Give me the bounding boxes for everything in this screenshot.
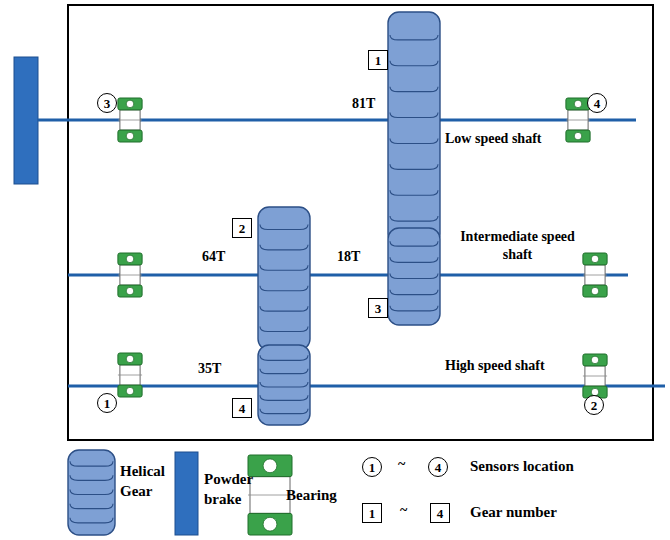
callout-number: 1 [369,507,376,520]
helical-gear [258,345,310,425]
shaft-name: High speed shaft [445,357,545,375]
shaft-name: Low speed shaft [445,130,541,148]
bearing [248,455,292,535]
gear-number: 4 [232,398,252,418]
powder-brake-sample [175,452,198,535]
legend-text: Sensors location [470,457,574,477]
bearing [583,354,607,398]
callout-number: 1 [104,397,111,410]
helical-gear [68,450,115,535]
callout-number: 4 [437,507,444,520]
callout-number: 2 [591,399,598,412]
bearing [118,353,142,397]
sensor-number: 2 [584,395,604,415]
range-mark: ~ [398,456,405,474]
bearing [583,253,607,297]
gear-teeth: 18T [337,248,360,266]
gear-number: 2 [232,218,252,238]
gear-number: 3 [368,298,388,318]
helical-gear [388,12,440,245]
sensor-number: 4 [428,457,448,477]
gear-number: 1 [362,503,382,523]
callout-number: 4 [435,461,442,474]
helical-gear [388,228,440,325]
legend-text: Gear number [470,503,557,523]
range-mark: ~ [400,502,407,520]
sensor-number: 3 [97,93,117,113]
shaft [68,385,665,388]
gear-teeth: 81T [352,95,375,113]
powder-brake [14,57,38,184]
gear-number: 1 [368,50,388,70]
helical-gear [258,207,310,350]
callout-number: 3 [375,302,382,315]
shaft [68,274,628,277]
bearing [118,98,142,142]
gearbox-housing [68,5,653,440]
sensor-number: 1 [97,393,117,413]
sensor-number: 1 [362,457,382,477]
callout-number: 2 [239,222,246,235]
gear-teeth: 35T [198,360,221,378]
gear-teeth: 64T [202,248,225,266]
legend-text: Bearing [286,486,337,506]
callout-number: 4 [239,402,246,415]
bearing [118,253,142,297]
callout-number: 1 [369,461,376,474]
callout-number: 1 [375,54,382,67]
legend-text: Helical Gear [120,462,176,501]
callout-number: 3 [104,97,111,110]
callout-number: 4 [594,97,601,110]
sensor-number: 4 [587,93,607,113]
shaft-name: Intermediate speed shaft [455,228,580,263]
gear-number: 4 [430,503,450,523]
legend-text: Powder brake [204,470,260,509]
